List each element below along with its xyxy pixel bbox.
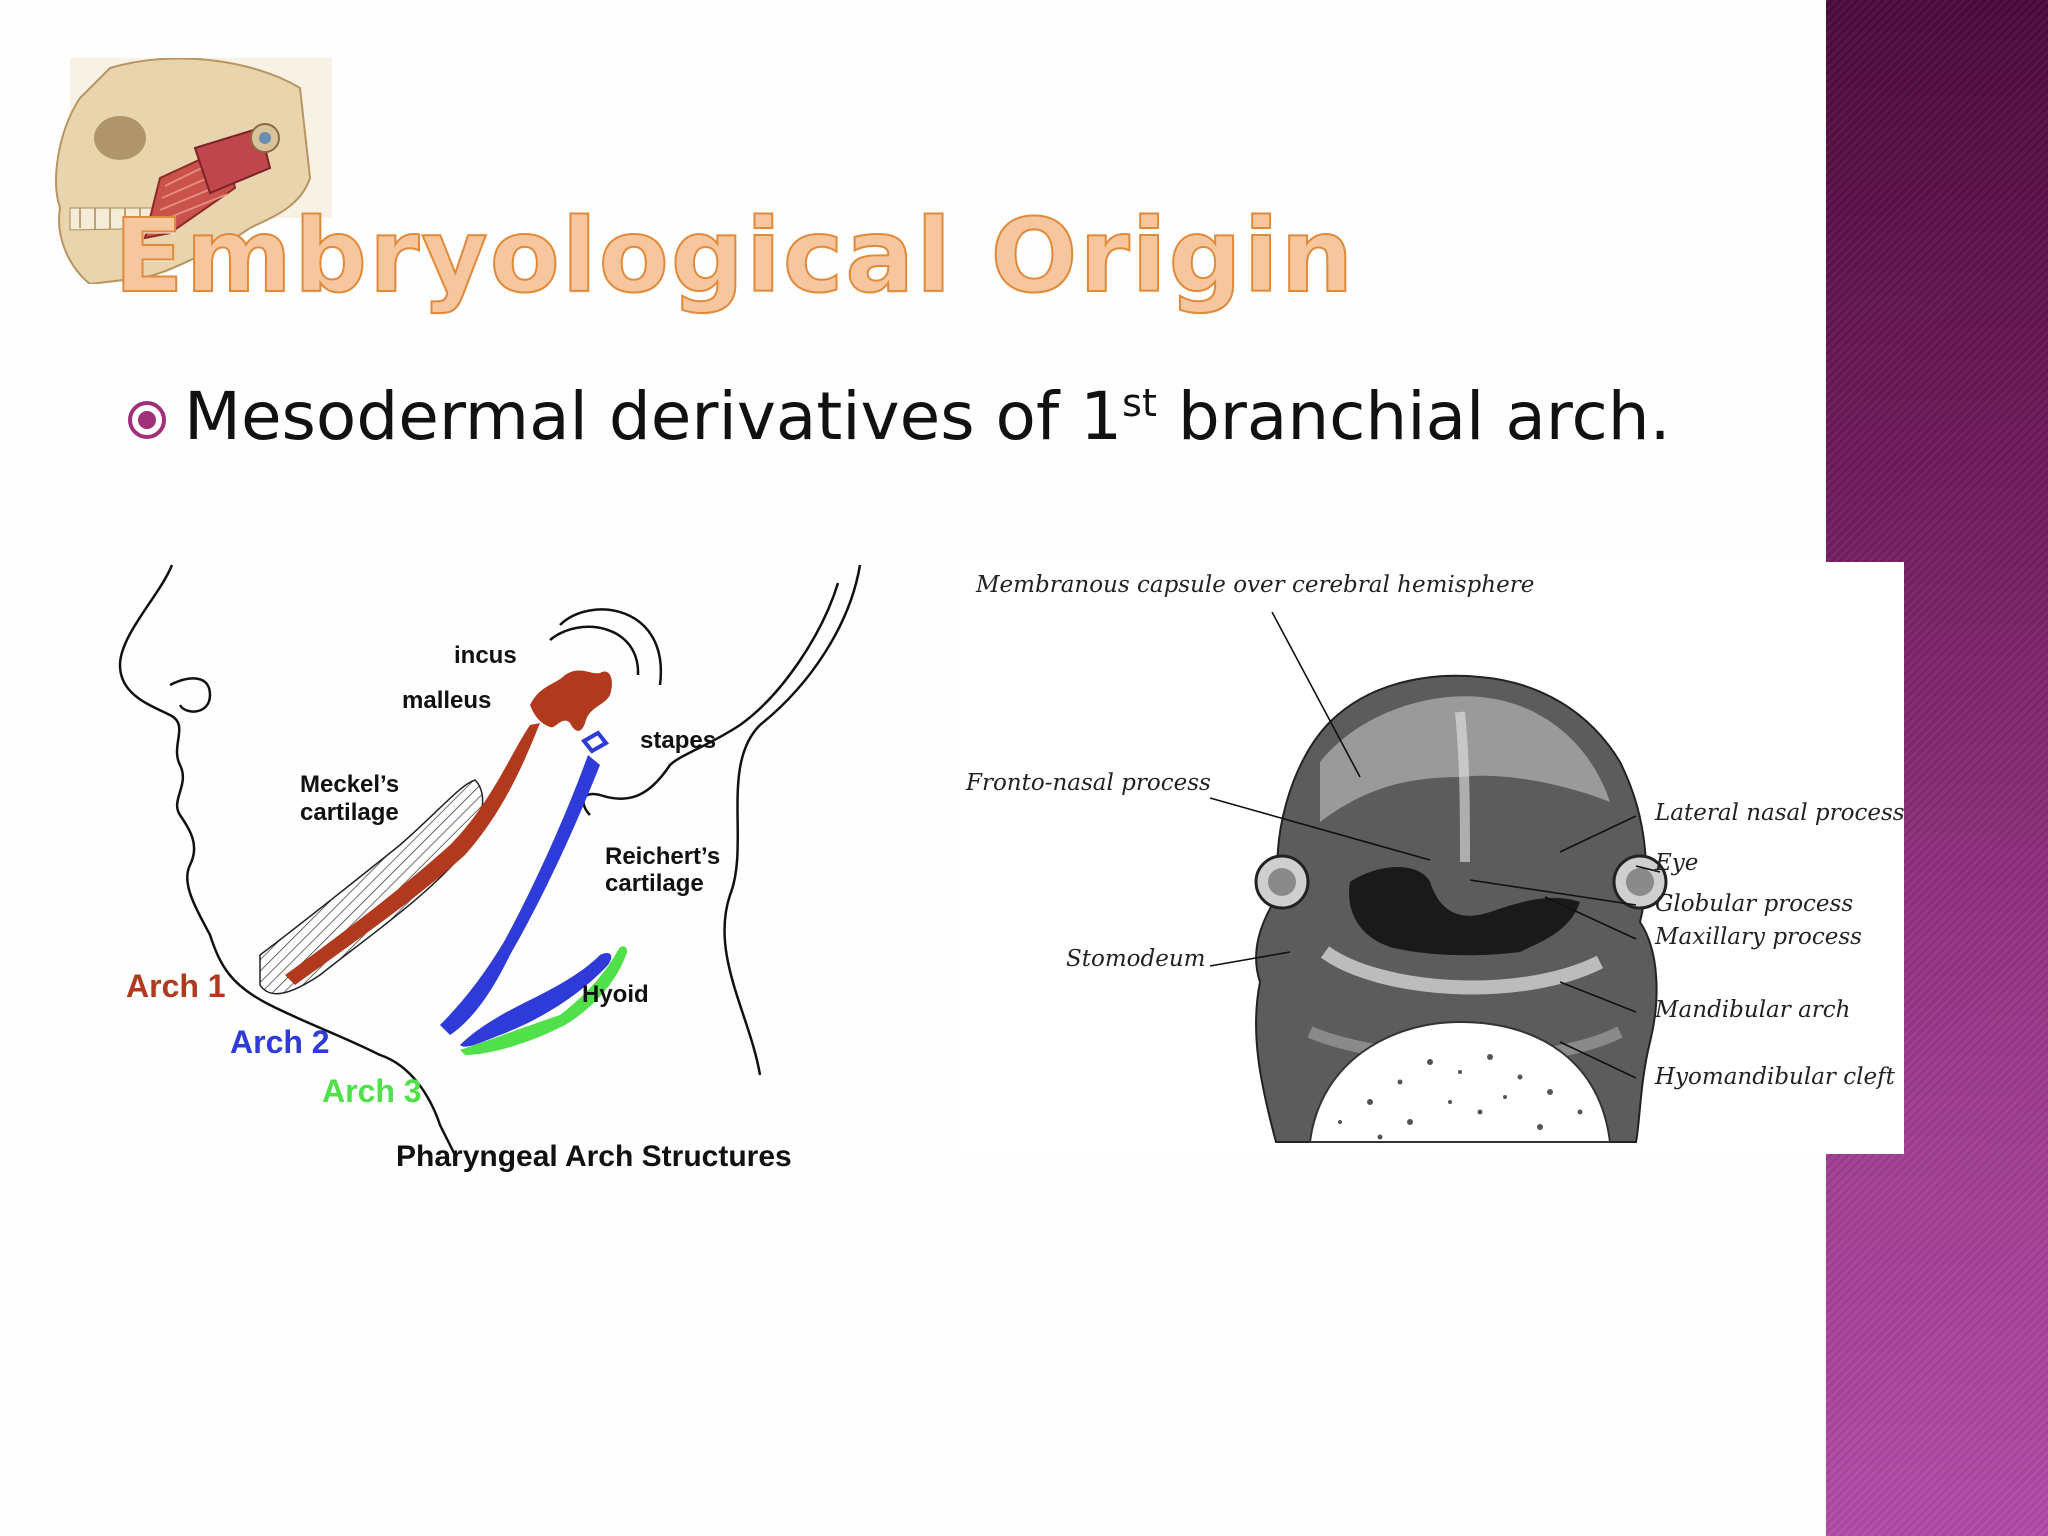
label-membranous-capsule: Membranous capsule over cerebral hemisph…	[975, 572, 1534, 598]
label-lateral-nasal: Lateral nasal process	[1654, 800, 1904, 826]
arch1-cartilage-bar	[285, 723, 540, 985]
face-profile-outline	[118, 564, 457, 1156]
arch2-reicherts-cartilage	[440, 755, 600, 1035]
bullet-point: Mesodermal derivatives of 1st branchial …	[126, 378, 1671, 455]
label-eye: Eye	[1654, 850, 1698, 876]
bullet-text: Mesodermal derivatives of 1st branchial …	[184, 378, 1671, 455]
label-malleus: malleus	[402, 687, 491, 714]
label-reicherts-2: cartilage	[605, 870, 704, 897]
slide-title: Embryological Origin	[113, 197, 1356, 316]
skull-illustration	[55, 58, 332, 284]
label-arch-1: Arch 1	[126, 968, 226, 1004]
label-meckels-1: Meckel’s	[300, 771, 399, 798]
label-globular: Globular process	[1655, 891, 1853, 917]
label-meckels-2: cartilage	[300, 799, 399, 826]
stomodeum-opening	[1349, 867, 1580, 956]
label-maxillary: Maxillary process	[1654, 924, 1862, 950]
label-fronto-nasal: Fronto-nasal process	[965, 770, 1211, 796]
label-mandibular: Mandibular arch	[1654, 997, 1850, 1023]
ear-outline	[559, 608, 663, 686]
label-hyoid: Hyoid	[582, 981, 649, 1008]
label-reicherts-1: Reichert’s	[605, 843, 720, 870]
label-stomodeum: Stomodeum	[1066, 946, 1205, 972]
bullet-text-main: Mesodermal derivatives of 1	[184, 378, 1123, 455]
bullet-text-end: branchial arch.	[1156, 378, 1671, 455]
pericardial-bulge	[1308, 1020, 1612, 1143]
leader-lines	[1209, 611, 1661, 1079]
label-stapes: stapes	[640, 727, 716, 754]
label-arch-3: Arch 3	[322, 1073, 422, 1109]
pharyngeal-arch-diagram: incus malleus stapes Meckel’s cartilage …	[118, 564, 862, 1173]
label-hyomandibular: Hyomandibular cleft	[1654, 1064, 1896, 1090]
arch3-hyoid	[460, 946, 628, 1055]
label-arch-2: Arch 2	[230, 1024, 330, 1060]
circle-dot-bullet-icon	[128, 400, 166, 439]
figure-caption-pharyngeal: Pharyngeal Arch Structures	[396, 1140, 792, 1173]
neck-outline	[723, 564, 862, 1076]
stapes-shape	[580, 730, 610, 754]
embryo-face-diagram: Membranous capsule over cerebral hemisph…	[960, 562, 1904, 1154]
bullet-superscript: st	[1122, 381, 1157, 425]
label-incus: incus	[454, 642, 517, 669]
malleus-incus-shape	[530, 670, 612, 731]
